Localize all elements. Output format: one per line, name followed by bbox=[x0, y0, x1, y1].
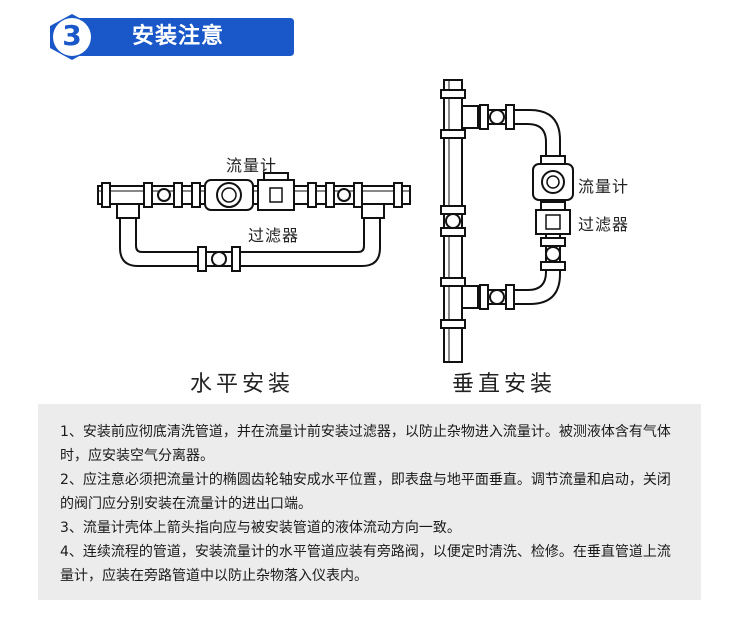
note-4: 4、连续流程的管道，安装流量计的水平管道应装有旁路阀，以便定时清洗、检修。在垂直… bbox=[60, 544, 671, 584]
horizontal-caption: 水平安装 bbox=[190, 372, 295, 397]
installation-notes: 1、安装前应彻底清洗管道，并在流量计前安装过滤器，以防止杂物进入流量计。被测液体… bbox=[38, 404, 701, 600]
horizontal-flowmeter-label: 流量计 bbox=[226, 156, 278, 175]
installation-diagram bbox=[97, 79, 574, 363]
vertical-installation-diagram bbox=[440, 79, 574, 363]
section-number: 3 bbox=[62, 19, 82, 52]
section-header-badge bbox=[50, 14, 294, 60]
vertical-filter bbox=[535, 201, 571, 271]
note-3: 3、流量计壳体上箭头指向应与被安装管道的液体流动方向一致。 bbox=[60, 520, 461, 536]
note-1: 1、安装前应彻底清洗管道，并在流量计前安装过滤器，以防止杂物进入流量计。被测液体… bbox=[60, 424, 671, 464]
vertical-filter-label: 过滤器 bbox=[578, 215, 630, 234]
vertical-flowmeter-label: 流量计 bbox=[578, 177, 630, 196]
horizontal-installation-diagram bbox=[97, 172, 411, 272]
section-header: 3 安装注意 bbox=[36, 12, 298, 62]
horizontal-flowmeter bbox=[204, 179, 254, 211]
vertical-flowmeter bbox=[532, 155, 574, 201]
vertical-caption: 垂直安装 bbox=[452, 372, 557, 397]
note-2: 2、应注意必须把流量计的椭圆齿轮轴安成水平位置，即表盘与地平面垂直。调节流量和启… bbox=[60, 472, 671, 512]
horizontal-filter bbox=[257, 172, 295, 211]
horizontal-filter-label: 过滤器 bbox=[248, 226, 300, 245]
section-title: 安装注意 bbox=[132, 24, 225, 49]
